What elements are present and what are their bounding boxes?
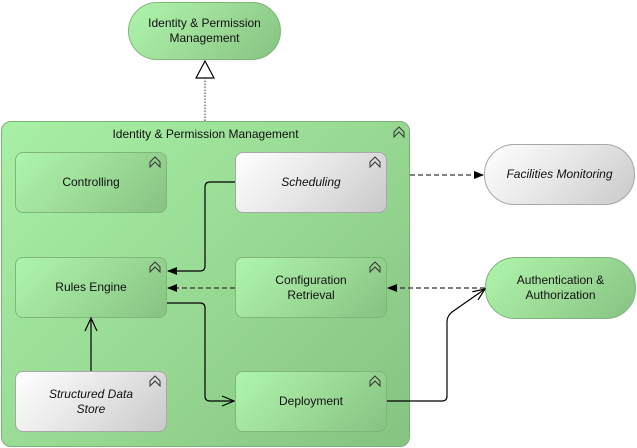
node-label: Facilities Monitoring <box>506 167 613 181</box>
node-label: Authentication & Authorization <box>516 273 605 302</box>
service-chevron-icon <box>149 156 161 168</box>
service-chevron-icon <box>369 375 381 387</box>
node-rules-engine[interactable]: Rules Engine <box>15 257 167 318</box>
edge-scheduling-rules-engine[interactable] <box>167 181 235 275</box>
node-controlling[interactable]: Controlling <box>15 152 167 213</box>
serving-arrowhead <box>84 316 98 332</box>
service-chevron-icon <box>149 261 161 273</box>
node-configuration-retrieval[interactable]: Configuration Retrieval <box>235 257 387 318</box>
node-scheduling[interactable]: Scheduling <box>235 152 387 213</box>
service-chevron-icon <box>149 375 161 387</box>
edge-rules-engine-deployment[interactable] <box>167 302 234 401</box>
node-label: Scheduling <box>281 175 341 189</box>
node-label: Deployment <box>278 394 344 408</box>
edge-deployment-authentication[interactable] <box>387 289 485 402</box>
node-label: Structured Data Store <box>48 386 134 416</box>
node-label: Identity & Permission Management <box>148 16 261 45</box>
node-facilities-monitoring[interactable]: Facilities Monitoring <box>484 144 635 205</box>
node-deployment[interactable]: Deployment <box>235 371 387 432</box>
node-identity-permission-management[interactable]: Identity & Permission Management <box>128 2 281 60</box>
node-label: Controlling <box>62 175 120 189</box>
node-label: Rules Engine <box>55 280 127 294</box>
service-chevron-icon <box>393 126 405 138</box>
node-authentication-authorization[interactable]: Authentication & Authorization <box>485 257 636 319</box>
node-structured-data-store[interactable]: Structured Data Store <box>15 371 167 432</box>
node-label: Configuration Retrieval <box>275 272 347 302</box>
service-chevron-icon <box>369 156 381 168</box>
group-title: Identity & Permission Management <box>112 127 299 141</box>
realization-arrowhead <box>195 59 215 79</box>
service-chevron-icon <box>369 261 381 273</box>
